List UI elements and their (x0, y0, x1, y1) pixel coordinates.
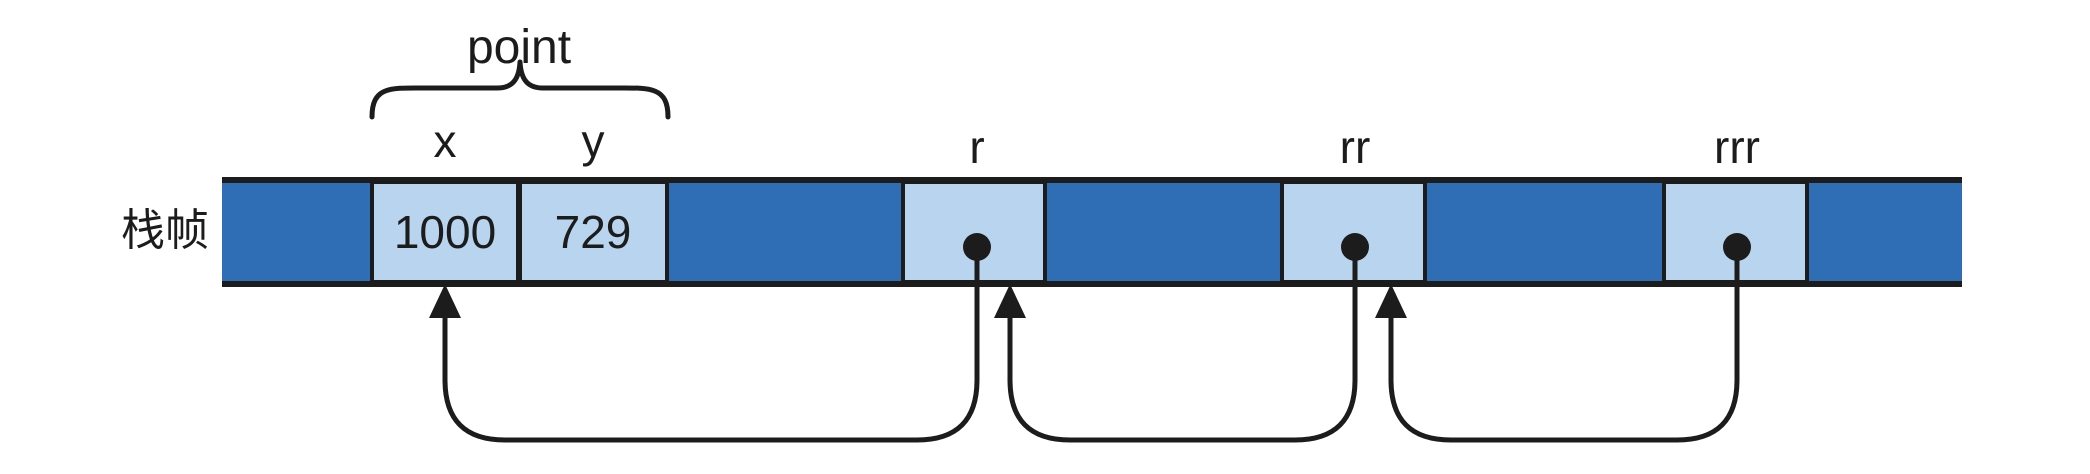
cell-r (901, 180, 1047, 284)
cell-r-label: r (969, 121, 984, 173)
point-label: point (467, 21, 571, 74)
cell-y-label: y (582, 115, 605, 167)
cell-x (370, 180, 520, 284)
arrowhead-rr-icon (1375, 284, 1407, 318)
pointer-arrow-r-to-x (442, 247, 980, 443)
pointer-arrow-rr-to-r (1007, 247, 1358, 443)
pointer-arrow-rrr-to-rr (1388, 247, 1740, 443)
cell-rr-label: rr (1340, 121, 1371, 173)
cell-x-label: x (434, 115, 457, 167)
stack-frame-label: 栈帧 (121, 206, 209, 255)
cell-y-value: 729 (555, 206, 632, 258)
cell-rrr-label: rrr (1714, 121, 1760, 173)
cell-x-value: 1000 (394, 206, 496, 258)
point-brace (369, 59, 671, 120)
arrowhead-x-icon (429, 284, 461, 318)
arrowhead-r-icon (994, 284, 1026, 318)
